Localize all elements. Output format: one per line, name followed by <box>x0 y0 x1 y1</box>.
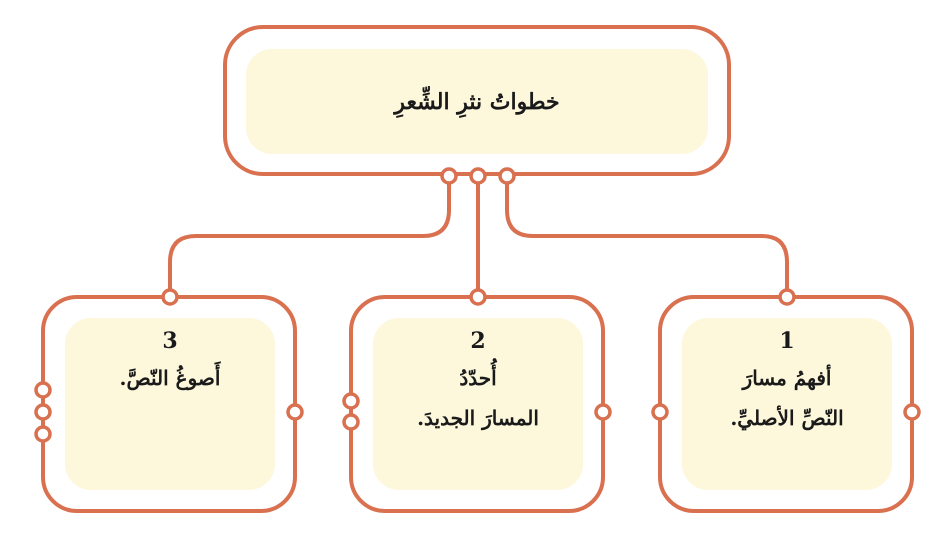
root-box: خطواتُ نثرِ الشِّعرِ <box>246 49 708 154</box>
step-1-top-node <box>778 288 796 306</box>
root-node-right <box>498 167 516 185</box>
step-text-line: أُحدّدُ <box>459 366 497 390</box>
step-number: 1 <box>779 328 795 354</box>
step-3-side-node-left-c <box>34 425 52 443</box>
step-box-1: 1 أفهمُ مسارَ النّصِّ الأصليِّ. <box>682 318 892 490</box>
step-2-side-node-right <box>594 403 612 421</box>
step-3-top-node <box>161 288 179 306</box>
step-number: 2 <box>470 328 486 354</box>
step-text: أفهمُ مسارَ النّصِّ الأصليِّ. <box>730 358 843 438</box>
step-1-side-node-left <box>651 403 669 421</box>
step-box-3: 3 أَصوغُ النّصَّ. <box>65 318 275 490</box>
connector-to-step-1 <box>505 176 789 295</box>
step-text: أُحدّدُ المسارَ الجديدَ. <box>417 358 539 438</box>
step-3-side-node-left-a <box>34 381 52 399</box>
step-3-side-node-left-b <box>34 403 52 421</box>
root-title: خطواتُ نثرِ الشِّعرِ <box>394 88 560 115</box>
step-text-line: النّصِّ الأصليِّ. <box>730 406 844 430</box>
step-2-side-node-left-b <box>342 413 360 431</box>
step-text: أَصوغُ النّصَّ. <box>120 358 221 398</box>
step-2-side-node-left-a <box>342 392 360 410</box>
step-text-line: أفهمُ مسارَ <box>742 366 832 390</box>
connector-to-step-3 <box>168 176 451 295</box>
step-3-side-node-right <box>286 403 304 421</box>
step-box-2: 2 أُحدّدُ المسارَ الجديدَ. <box>373 318 583 490</box>
step-text-line: المسارَ الجديدَ. <box>417 406 539 430</box>
step-number: 3 <box>162 328 178 354</box>
step-1-side-node-right <box>903 403 921 421</box>
step-2-top-node <box>469 288 487 306</box>
step-text-line: أَصوغُ النّصَّ. <box>119 366 221 390</box>
root-node-left <box>440 167 458 185</box>
root-node-center <box>469 167 487 185</box>
